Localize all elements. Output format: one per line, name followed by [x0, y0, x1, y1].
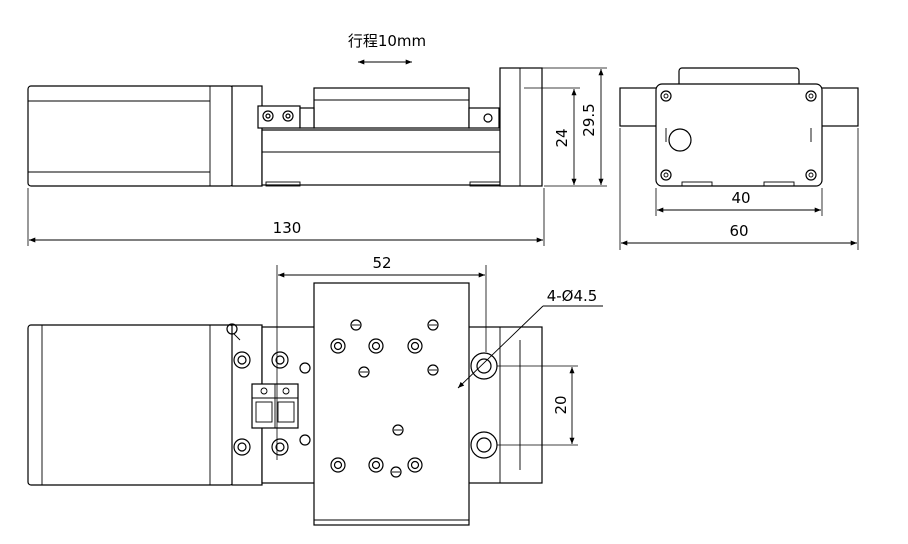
slide-table: [313, 282, 470, 526]
top-motor-body: [27, 324, 234, 486]
travel-label: 行程10mm: [348, 32, 426, 50]
motor-flange: [231, 85, 263, 187]
dim-60-text: 60: [729, 222, 748, 240]
dim-52-text: 52: [372, 254, 391, 272]
end-motor-face: [655, 83, 823, 187]
hole-callout: 4-Ø4.5: [547, 287, 598, 305]
dim-130-text: 130: [273, 219, 302, 237]
dim-40-text: 40: [731, 189, 750, 207]
end-view: 40 60: [619, 67, 859, 250]
carriage: [313, 87, 470, 129]
front-view: 行程10mm 130 24 29.5: [27, 32, 607, 246]
dim-29-5-text: 29.5: [580, 103, 598, 136]
dim-24-text: 24: [553, 128, 571, 147]
dim-20-text: 20: [552, 395, 570, 414]
stage-base: [261, 129, 525, 186]
end-block: [499, 67, 543, 187]
top-view: 52 20 4-Ø4.5: [27, 254, 603, 526]
